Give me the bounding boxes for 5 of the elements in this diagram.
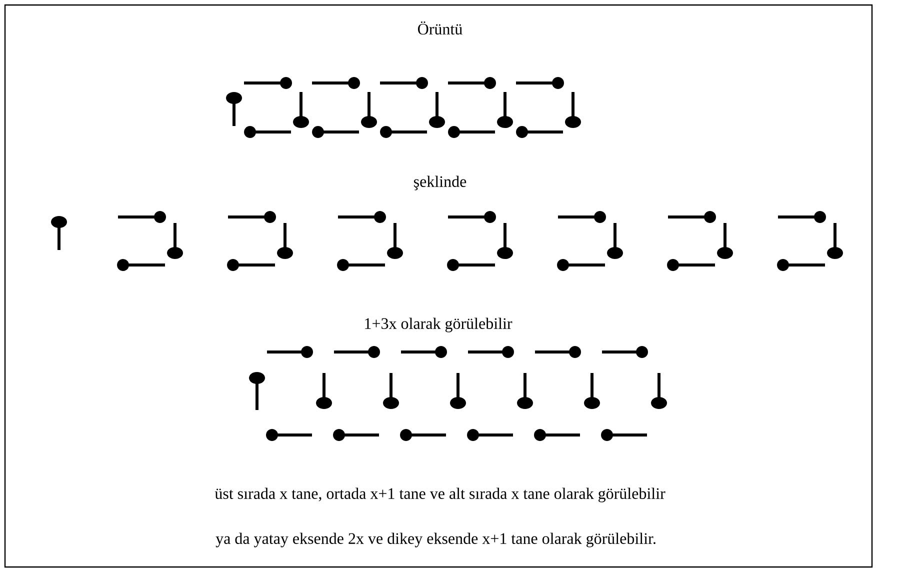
text-line: şeklinde [414, 176, 466, 190]
text-line: üst sırada x tane, ortada x+1 tane ve alt sırada x tane olarak görülebilir [214, 488, 666, 502]
text-line: ya da yatay eksende 2x ve dikey eksende x+1 tane olarak görülebilir. [216, 532, 656, 548]
text-line: 1+3x olarak görülebilir [365, 318, 512, 332]
text-line: Örüntü [418, 21, 462, 35]
